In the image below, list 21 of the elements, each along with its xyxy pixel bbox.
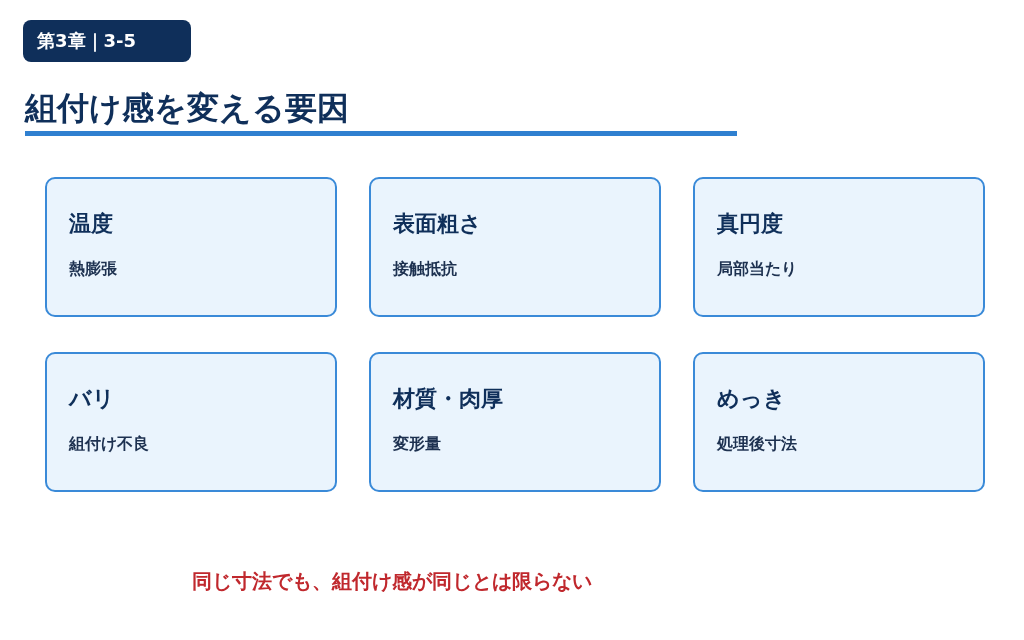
factor-effect: 接触抵抗 [393,259,457,280]
factor-card [45,352,337,492]
slide-title: 組付け感を変える要因 [25,88,349,129]
factor-card [369,177,661,317]
factor-effect: 局部当たり [717,259,797,280]
factor-card [369,352,661,492]
factor-heading: 真円度 [717,210,783,238]
factor-effect: 組付け不良 [69,434,149,455]
factor-card [693,352,985,492]
chapter-badge: 第3章｜3-5 [23,20,191,62]
factor-heading: めっき [717,385,786,413]
factor-effect: 変形量 [393,434,441,455]
factor-card [693,177,985,317]
factor-effect: 処理後寸法 [717,434,797,455]
factor-heading: 材質・肉厚 [393,385,503,413]
factor-heading: 表面粗さ [393,210,482,238]
factor-card [45,177,337,317]
factor-heading: バリ [69,385,115,413]
factor-effect: 熱膨張 [69,259,117,280]
summary-caption: 同じ寸法でも、組付け感が同じとは限らない [191,568,593,595]
factor-heading: 温度 [69,210,113,238]
